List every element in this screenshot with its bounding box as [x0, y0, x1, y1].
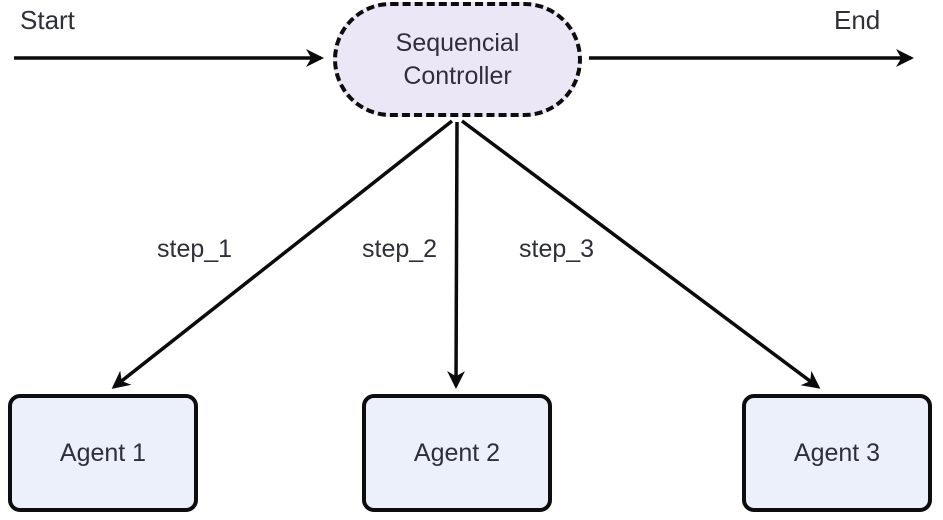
edge-label-step-1: step_1 [157, 235, 233, 263]
edge-controller-to-agent-3 [460, 119, 821, 389]
edge-controller-to-agent-2 [447, 121, 466, 389]
agent-2-node-label: Agent 2 [413, 438, 501, 467]
agent-2-node: Agent 2 [362, 394, 552, 512]
controller-node: Sequencial Controller [333, 2, 582, 117]
edge-label-step-2: step_2 [362, 235, 438, 263]
start-label: Start [20, 5, 75, 35]
edge-controller-to-agent-1 [111, 119, 454, 389]
controller-node-label: Sequencial Controller [395, 28, 520, 90]
agent-1-node: Agent 1 [8, 394, 198, 512]
agent-3-node: Agent 3 [742, 394, 932, 512]
agent-1-node-label: Agent 1 [59, 438, 147, 467]
edge-label-step-3: step_3 [519, 235, 595, 263]
end-label: End [834, 5, 881, 35]
agent-3-node-label: Agent 3 [793, 438, 881, 467]
